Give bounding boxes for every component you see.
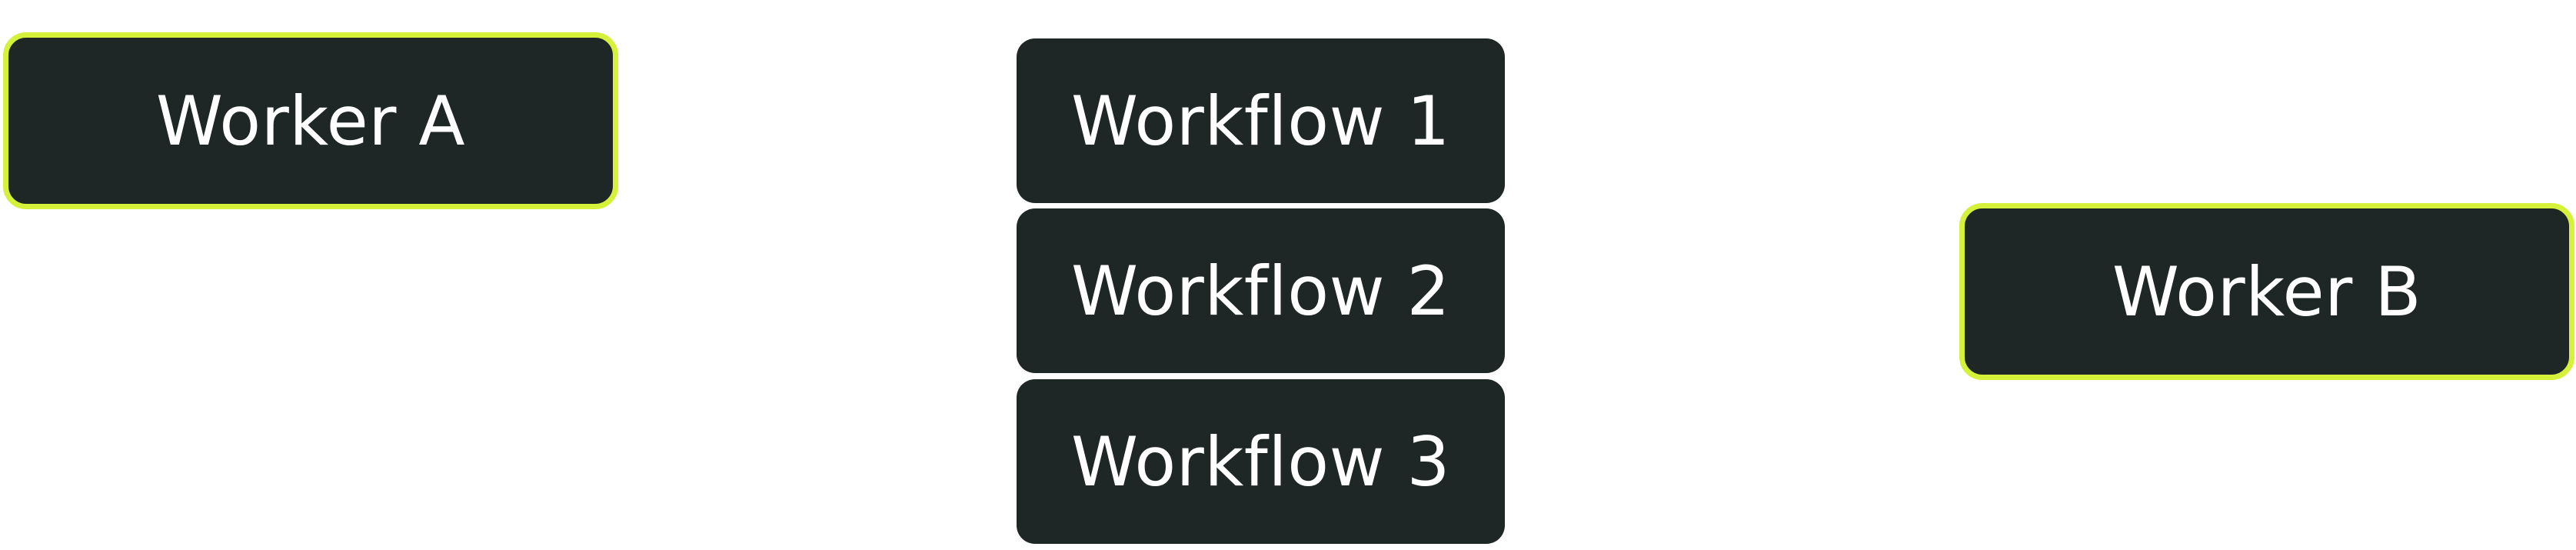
workflow-1-node: Workflow 1 [1017, 38, 1505, 203]
workflow-3-node: Workflow 3 [1017, 379, 1505, 544]
worker-a-label: Worker A [155, 81, 466, 161]
workflow-3-label: Workflow 3 [1070, 422, 1451, 502]
workflow-2-label: Workflow 2 [1070, 251, 1451, 331]
workflow-2-node: Workflow 2 [1017, 208, 1505, 373]
worker-b-label: Worker B [2112, 252, 2422, 332]
worker-b-node: Worker B [1959, 203, 2574, 380]
workflow-1-label: Workflow 1 [1070, 81, 1451, 161]
worker-a-node: Worker A [3, 32, 618, 209]
